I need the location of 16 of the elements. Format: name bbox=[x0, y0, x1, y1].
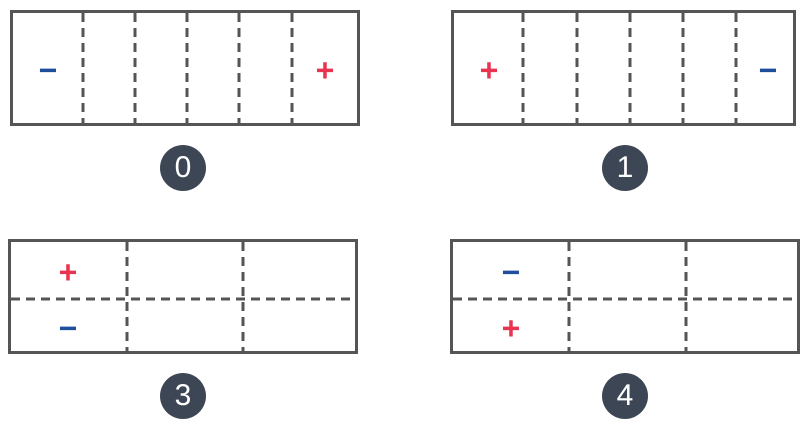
minus-sign: − bbox=[758, 54, 778, 86]
divided-rectangle bbox=[451, 10, 796, 126]
number-badge: 0 bbox=[160, 145, 206, 191]
number-badge: 1 bbox=[602, 145, 648, 191]
divided-rectangle bbox=[10, 10, 360, 126]
plus-sign: + bbox=[480, 54, 498, 86]
number-badge: 4 bbox=[602, 373, 648, 419]
plus-sign: + bbox=[502, 312, 520, 344]
divided-rectangle bbox=[8, 239, 358, 354]
plus-sign: + bbox=[58, 256, 78, 288]
minus-sign: − bbox=[38, 54, 58, 86]
number-badge: 3 bbox=[160, 373, 206, 419]
plus-sign: + bbox=[316, 54, 334, 86]
divided-rectangle bbox=[450, 239, 800, 354]
minus-sign: − bbox=[502, 256, 520, 288]
minus-sign: − bbox=[58, 312, 78, 344]
